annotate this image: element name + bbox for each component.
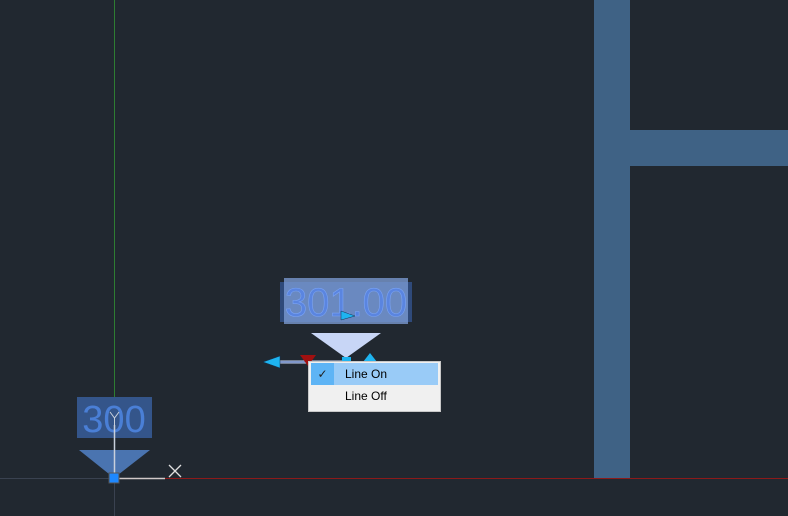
elevation-marker-301[interactable]: 301.00	[262, 278, 412, 369]
menu-item-label: Line Off	[345, 389, 387, 403]
check-icon: ✓	[311, 363, 334, 385]
elevation-marker-300[interactable]: 300	[77, 397, 182, 484]
wall-horizontal[interactable]	[630, 130, 788, 166]
menu-item-label: Line On	[345, 367, 388, 381]
grip-arrow[interactable]	[340, 310, 356, 321]
elevation-label: 301.00	[285, 281, 407, 325]
x-axis-icon	[168, 464, 182, 478]
grip-handle[interactable]	[108, 472, 120, 484]
context-menu: ✓ Line On Line Off	[308, 361, 441, 412]
menu-item-line-on[interactable]: ✓ Line On	[311, 363, 438, 385]
grip-triangle[interactable]	[300, 355, 316, 366]
menu-item-line-off[interactable]: Line Off	[311, 385, 438, 407]
grip-diamond[interactable]	[363, 353, 377, 362]
stretch-arrow[interactable]	[262, 355, 281, 369]
wall-vertical[interactable]	[594, 0, 630, 478]
grip-handle[interactable]	[342, 357, 351, 363]
